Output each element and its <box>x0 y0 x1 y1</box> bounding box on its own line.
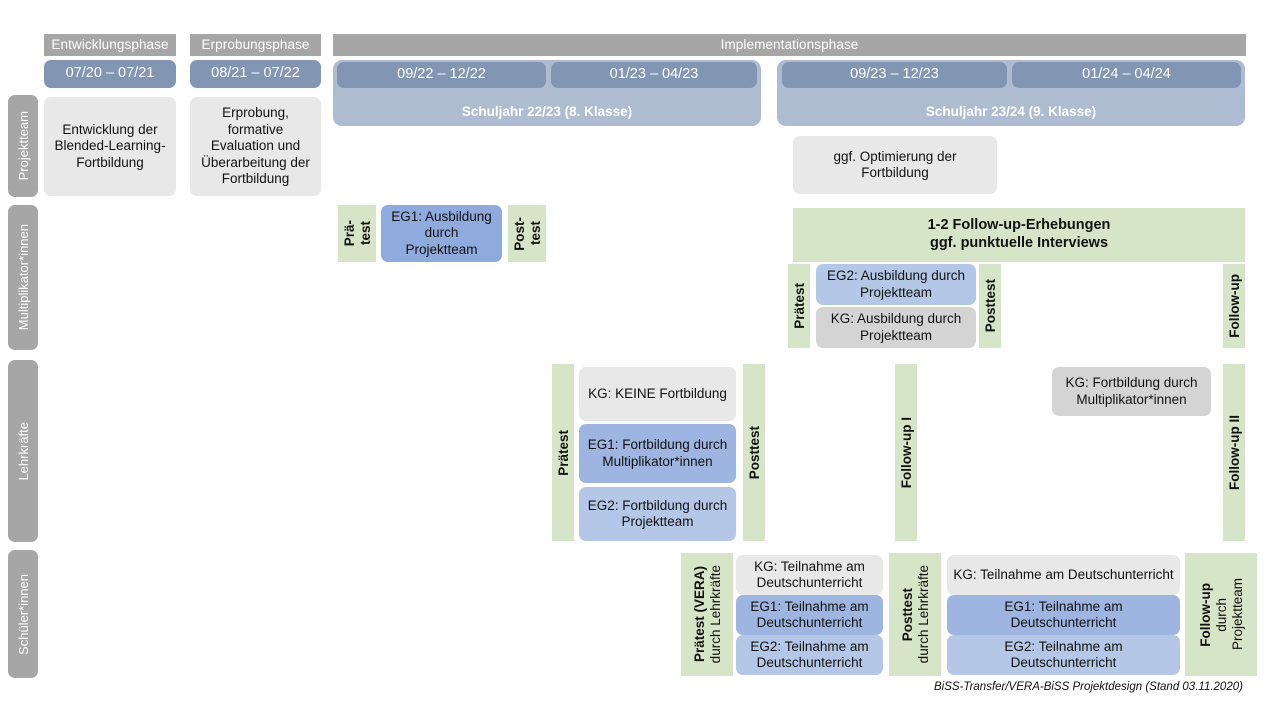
praetest-vera-sublabel: durch Lehrkräfte <box>707 565 723 664</box>
praetest-lehrkraefte: Prätest <box>552 364 574 541</box>
role-label-multiplikatorinnen: Multiplikator*innen <box>8 205 38 350</box>
followup-i-lehrkraefte: Follow-up I <box>895 364 917 541</box>
card-text: KG: Fortbildung durch Multiplikator*inne… <box>1065 375 1198 407</box>
card-schueler-left-eg2: EG2: Teilnahme am Deutschunterricht <box>736 635 883 675</box>
praetest-vera-label: Prätest (VERA) <box>691 566 707 663</box>
card-schueler-right-kg: KG: Teilnahme am Deutschunterricht <box>947 555 1180 595</box>
band-followup-erhebungen: 1-2 Follow-up-Erhebungen ggf. punktuelle… <box>793 208 1245 262</box>
card-eg2-ausbildung-projektteam: EG2: Ausbildung durch Projektteam <box>816 264 976 305</box>
card-entwicklung-blended-learning: Entwicklung der Blended-Learning-Fortbil… <box>44 97 176 196</box>
footer-text: BiSS-Transfer/VERA-BiSS Projektdesign (S… <box>934 681 1243 693</box>
followup-schueler: Follow-up durch Projektteam <box>1185 553 1257 676</box>
card-text: KG: Ausbildung durch Projektteam <box>830 311 962 343</box>
card-schueler-left-eg1: EG1: Teilnahme am Deutschunterricht <box>736 595 883 635</box>
phase-header-label: Implementationsphase <box>720 36 859 52</box>
role-label-text: Lehrkräfte <box>15 421 31 481</box>
followup-sublabel-1: durch <box>1213 597 1229 632</box>
posttest-label: Posttest <box>746 425 762 480</box>
date-chip-0124-0424: 01/24 – 04/24 <box>1012 62 1241 88</box>
card-kg-keine-fortbildung: KG: KEINE Fortbildung <box>579 367 736 421</box>
phase-header-label: Entwicklungsphase <box>51 36 169 52</box>
date-chip-label: 09/22 – 12/22 <box>397 66 486 83</box>
phase-header-entwicklungsphase: Entwicklungsphase <box>44 34 176 56</box>
band-line1: 1-2 Follow-up-Erhebungen <box>927 217 1111 234</box>
praetest-line2: test <box>357 221 373 246</box>
role-label-text: Schüler*innen <box>15 573 31 655</box>
date-chip-label: 01/24 – 04/24 <box>1082 66 1171 83</box>
card-text: EG2: Ausbildung durch Projektteam <box>826 268 966 300</box>
card-text: EG1: Ausbildung durch Projektteam <box>391 208 492 257</box>
card-text: KG: KEINE Fortbildung <box>588 385 727 401</box>
card-text: EG1: Teilnahme am Deutschunterricht <box>1004 598 1123 630</box>
role-label-lehrkraefte: Lehrkräfte <box>8 360 38 542</box>
card-schueler-right-eg1: EG1: Teilnahme am Deutschunterricht <box>947 595 1180 635</box>
schuljahr-label: Schuljahr 22/23 (8. Klasse) <box>461 103 633 119</box>
phase-header-erprobungsphase: Erprobungsphase <box>190 34 321 56</box>
posttest-line1: Post- <box>511 216 527 251</box>
followup-label: Follow-up <box>1226 274 1242 338</box>
card-text: EG2: Teilnahme am Deutschunterricht <box>1004 638 1123 670</box>
followup-label: Follow-up II <box>1226 415 1242 490</box>
date-chip-label: 08/21 – 07/22 <box>211 65 300 82</box>
card-text: EG1: Teilnahme am Deutschunterricht <box>750 598 869 630</box>
praetest-vera-schueler: Prätest (VERA) durch Lehrkräfte <box>681 553 733 676</box>
card-text: KG: Teilnahme am Deutschunterricht <box>754 558 865 590</box>
posttest-label: Posttest <box>982 279 998 333</box>
followup-sublabel-2: Projektteam <box>1229 578 1245 651</box>
praetest-multiplikatoren-left: Prä- test <box>338 205 376 262</box>
followup-label: Follow-up I <box>898 416 914 489</box>
praetest-multiplikatoren-right: Prätest <box>788 264 810 348</box>
followup-multiplikatoren: Follow-up <box>1223 264 1245 348</box>
card-kg-ausbildung-projektteam: KG: Ausbildung durch Projektteam <box>816 307 976 348</box>
role-label-schuelerinnen: Schüler*innen <box>8 550 38 678</box>
footer-caption: BiSS-Transfer/VERA-BiSS Projektdesign (S… <box>934 681 1243 693</box>
card-text: EG2: Fortbildung durch Projektteam <box>587 497 728 529</box>
posttest-sublabel: durch Lehrkräfte <box>915 565 931 664</box>
phase-header-implementationsphase: Implementationsphase <box>333 34 1246 56</box>
band-line2: ggf. punktuelle Interviews <box>929 235 1109 251</box>
praetest-line1: Prä- <box>341 220 357 247</box>
card-kg-fortbildung-multiplikatoren: KG: Fortbildung durch Multiplikator*inne… <box>1052 367 1211 416</box>
date-chip-label: 07/20 – 07/21 <box>65 65 155 82</box>
date-chip-label: 09/23 – 12/23 <box>850 66 939 83</box>
card-erprobung-evaluation: Erprobung, formative Evaluation und Über… <box>190 97 321 196</box>
role-label-text: Projektteam <box>15 111 31 181</box>
date-chip-0923-1223: 09/23 – 12/23 <box>782 62 1007 88</box>
date-chip-label: 01/23 – 04/23 <box>609 66 699 83</box>
posttest-multiplikatoren-right: Posttest <box>979 264 1001 348</box>
praetest-label: Prätest <box>555 429 571 476</box>
date-chip-0720-0721: 07/20 – 07/21 <box>44 60 176 88</box>
posttest-multiplikatoren-left: Post- test <box>508 205 546 262</box>
phase-header-label: Erprobungsphase <box>201 36 310 52</box>
posttest-label: Posttest <box>899 587 915 642</box>
praetest-label: Prätest <box>791 283 807 329</box>
card-ggf-optimierung: ggf. Optimierung der Fortbildung <box>793 136 997 194</box>
card-text: Erprobung, formative Evaluation und Über… <box>201 105 310 187</box>
card-text: ggf. Optimierung der Fortbildung <box>833 148 957 180</box>
card-eg2-fortbildung-projektteam: EG2: Fortbildung durch Projektteam <box>579 487 736 541</box>
card-text: EG1: Fortbildung durch Multiplikator*inn… <box>587 437 728 469</box>
date-chip-0123-0423: 01/23 – 04/23 <box>551 62 757 88</box>
date-chip-0922-1222: 09/22 – 12/22 <box>337 62 546 88</box>
card-text: EG2: Teilnahme am Deutschunterricht <box>750 638 869 670</box>
date-chip-0821-0722: 08/21 – 07/22 <box>190 60 321 88</box>
role-label-projektteam: Projektteam <box>8 95 38 197</box>
card-schueler-left-kg: KG: Teilnahme am Deutschunterricht <box>736 555 883 595</box>
posttest-schueler: Posttest durch Lehrkräfte <box>889 553 941 676</box>
role-label-text: Multiplikator*innen <box>15 224 31 331</box>
card-text: Entwicklung der Blended-Learning-Fortbil… <box>54 121 166 170</box>
posttest-line2: test <box>527 221 543 246</box>
card-eg1-fortbildung-multiplikatoren: EG1: Fortbildung durch Multiplikator*inn… <box>579 424 736 483</box>
card-schueler-right-eg2: EG2: Teilnahme am Deutschunterricht <box>947 635 1180 675</box>
card-text: KG: Teilnahme am Deutschunterricht <box>953 566 1174 582</box>
card-eg1-ausbildung-projektteam: EG1: Ausbildung durch Projektteam <box>381 205 502 262</box>
schuljahr-label: Schuljahr 23/24 (9. Klasse) <box>925 103 1097 119</box>
followup-ii-lehrkraefte: Follow-up II <box>1223 364 1245 541</box>
posttest-lehrkraefte: Posttest <box>743 364 765 541</box>
followup-label: Follow-up <box>1197 582 1213 647</box>
